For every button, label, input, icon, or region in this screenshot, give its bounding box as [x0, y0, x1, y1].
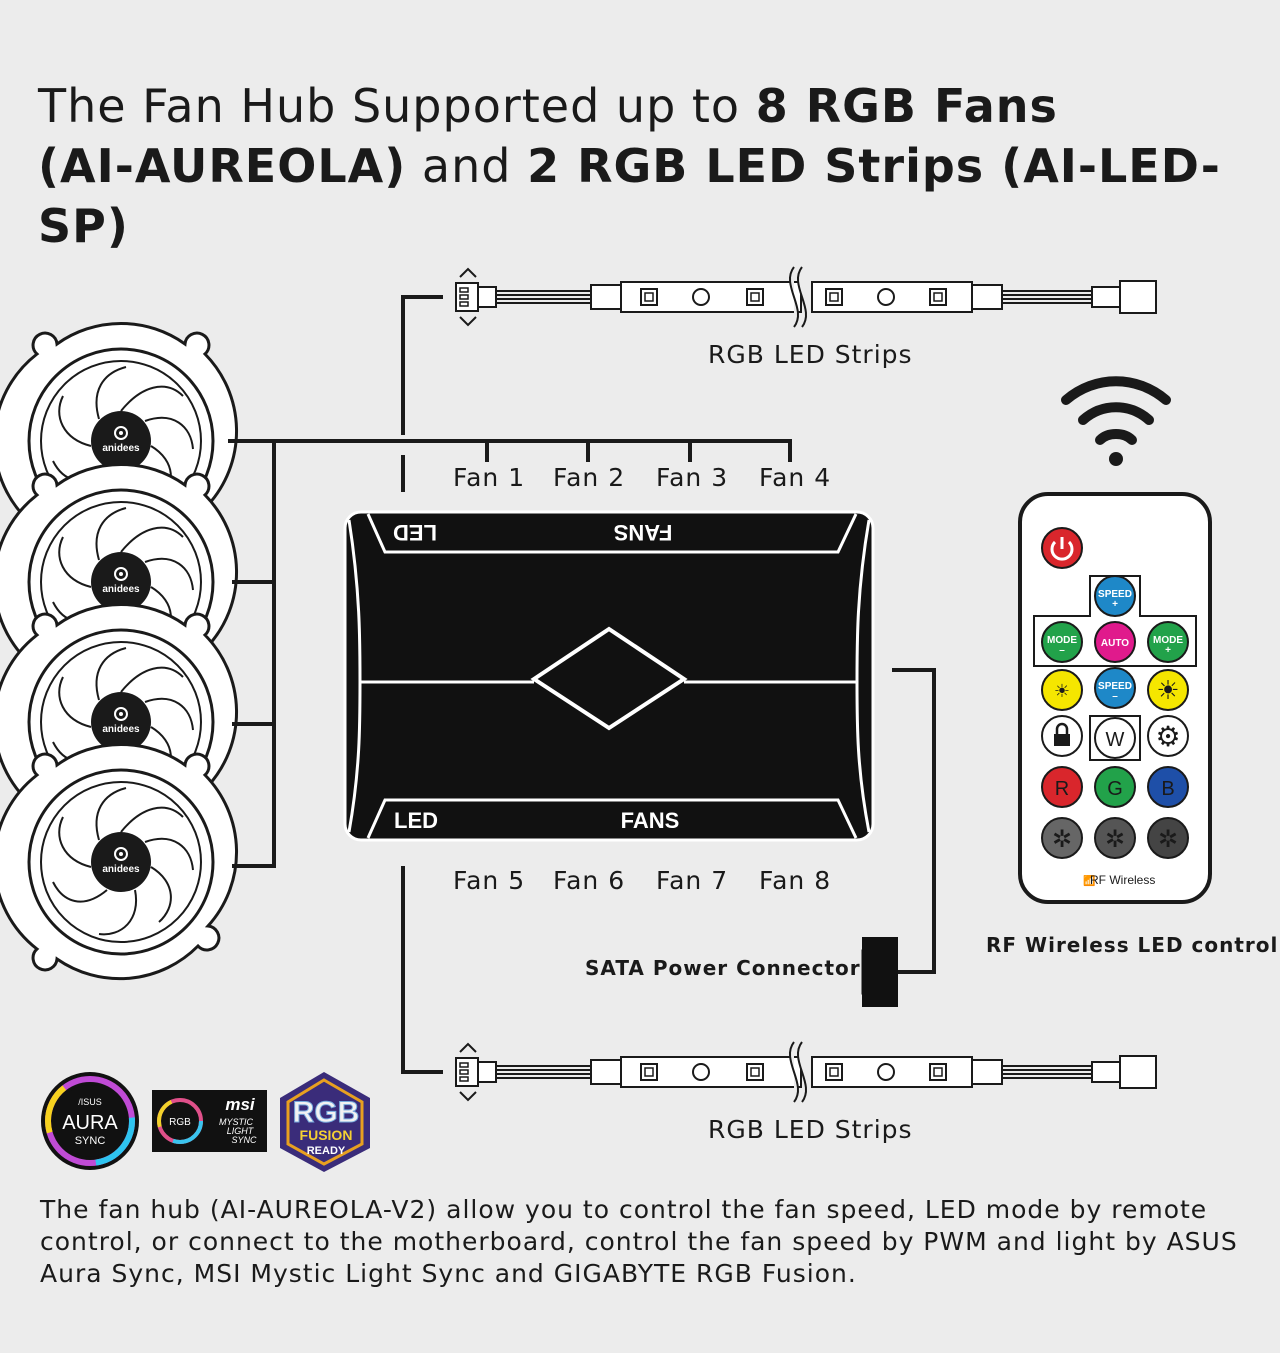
- hub-bottom-fans-label: FANS: [621, 808, 680, 833]
- asus-brand-label: /ISUS: [78, 1097, 102, 1107]
- brightness-up-button[interactable]: ☀: [1147, 669, 1189, 711]
- sata-connector: [861, 937, 898, 1007]
- hub-bottom-led-label: LED: [394, 808, 438, 833]
- fan-speed-high-button[interactable]: ✲: [1147, 817, 1189, 859]
- fan-hub: LED FANS LED FANS: [343, 510, 875, 842]
- auto-label: AUTO: [1101, 638, 1129, 649]
- fan-brand-label: anidees: [102, 584, 140, 595]
- blue-label: B: [1161, 778, 1174, 800]
- fan-1: anidees: [0, 321, 239, 560]
- asus-aura-label: AURA: [62, 1112, 118, 1134]
- description-text: The fan hub (AI-AUREOLA-V2) allow you to…: [40, 1195, 1238, 1288]
- green-button[interactable]: G: [1094, 766, 1136, 808]
- fan-5-label: Fan 5: [453, 866, 525, 895]
- rf-remote: SPEED+ MODE– AUTO MODE+ ☀ SPEED– ☀ W ⚙ R…: [1018, 492, 1212, 904]
- green-label: G: [1107, 778, 1123, 800]
- fan-speed-low-button[interactable]: ✲: [1041, 817, 1083, 859]
- mode-minus-button[interactable]: MODE–: [1041, 621, 1083, 663]
- svg-text:–: –: [1112, 691, 1118, 702]
- gigabyte-rgb-fusion-logo: RGB FUSION READY: [280, 1072, 370, 1172]
- fan-brand-label: anidees: [102, 864, 140, 875]
- fan-icon: ✲: [1052, 825, 1072, 853]
- led-strip-bottom-label: RGB LED Strips: [708, 1115, 913, 1144]
- speed-up-button[interactable]: SPEED+: [1094, 575, 1136, 617]
- blue-button[interactable]: B: [1147, 766, 1189, 808]
- gigabyte-fusion-label: FUSION: [300, 1127, 353, 1143]
- fan-2-label: Fan 2: [553, 463, 625, 492]
- fan-3: anidees: [0, 602, 239, 841]
- svg-text:+: +: [1165, 645, 1171, 656]
- fan-icon: ✲: [1105, 825, 1125, 853]
- white-label: W: [1106, 729, 1125, 751]
- speed-down-label: SPEED: [1098, 681, 1132, 692]
- fan-2: anidees: [0, 462, 239, 701]
- brightness-down-button[interactable]: ☀: [1041, 669, 1083, 711]
- led-strip-top: [455, 266, 1157, 328]
- fan-wiring: [228, 439, 792, 868]
- mode-plus-button[interactable]: MODE+: [1147, 621, 1189, 663]
- red-label: R: [1055, 778, 1069, 800]
- fan-4-label: Fan 4: [759, 463, 831, 492]
- gigabyte-ready-label: READY: [307, 1145, 346, 1157]
- msi-rgb-label: RGB: [169, 1117, 191, 1128]
- speed-down-button[interactable]: SPEED–: [1094, 667, 1136, 709]
- fan-8-label: Fan 8: [759, 866, 831, 895]
- fan-4: anidees: [0, 742, 239, 981]
- sun-small-icon: ☀: [1054, 681, 1070, 702]
- svg-text:+: +: [1112, 599, 1118, 610]
- sata-label: SATA Power Connector: [585, 956, 861, 980]
- power-button[interactable]: [1041, 527, 1083, 569]
- fan-1-label: Fan 1: [453, 463, 525, 492]
- fan-brand-label: anidees: [102, 443, 140, 454]
- led-strip-bottom: [455, 1041, 1157, 1103]
- gigabyte-rgb-label: RGB: [293, 1096, 360, 1129]
- msi-mystic-label: MYSTIC: [219, 1117, 254, 1127]
- red-button[interactable]: R: [1041, 766, 1083, 808]
- settings-button[interactable]: ⚙: [1147, 715, 1189, 757]
- svg-text:–: –: [1059, 645, 1065, 656]
- wireless-small-icon: 📶: [1083, 874, 1095, 887]
- sun-large-icon: ☀: [1156, 676, 1179, 706]
- auto-button[interactable]: AUTO: [1094, 621, 1136, 663]
- led-wiring: [401, 295, 936, 1074]
- msi-mystic-light-logo: RGB msi MYSTIC LIGHT SYNC: [152, 1090, 267, 1152]
- led-strip-top-label: RGB LED Strips: [708, 340, 913, 369]
- page-title: The Fan Hub Supported up to 8 RGB Fans(A…: [38, 79, 1221, 253]
- fan-3-label: Fan 3: [656, 463, 728, 492]
- fan-6-label: Fan 6: [553, 866, 625, 895]
- fan-brand-label: anidees: [102, 724, 140, 735]
- fan-icon: ✲: [1158, 825, 1178, 853]
- rf-control-label: RF Wireless LED control: [986, 933, 1278, 957]
- lock-icon: [1054, 734, 1070, 746]
- mode-minus-label: MODE: [1047, 635, 1077, 646]
- hub-top-fans-label: FANS: [614, 520, 673, 545]
- hub-top-led-label: LED: [393, 520, 437, 545]
- asus-aura-sync-logo: /ISUS AURA SYNC: [41, 1072, 139, 1170]
- gear-icon: ⚙: [1155, 720, 1180, 753]
- lock-button[interactable]: [1041, 715, 1083, 757]
- msi-sync-label: SYNC: [231, 1135, 257, 1145]
- white-button[interactable]: W: [1094, 717, 1136, 759]
- wifi-icon: [1061, 376, 1171, 445]
- asus-sync-label: SYNC: [75, 1135, 106, 1147]
- fan-stack: anidees anidees anidees anidees: [0, 321, 239, 981]
- mode-plus-label: MODE: [1153, 635, 1183, 646]
- remote-footer-label: RF Wireless: [1090, 873, 1155, 887]
- msi-light-label: LIGHT: [227, 1126, 255, 1136]
- fan-7-label: Fan 7: [656, 866, 728, 895]
- msi-brand-label: msi: [225, 1095, 256, 1114]
- fan-speed-mid-button[interactable]: ✲: [1094, 817, 1136, 859]
- wifi-dot: [1109, 452, 1123, 466]
- speed-up-label: SPEED: [1098, 589, 1132, 600]
